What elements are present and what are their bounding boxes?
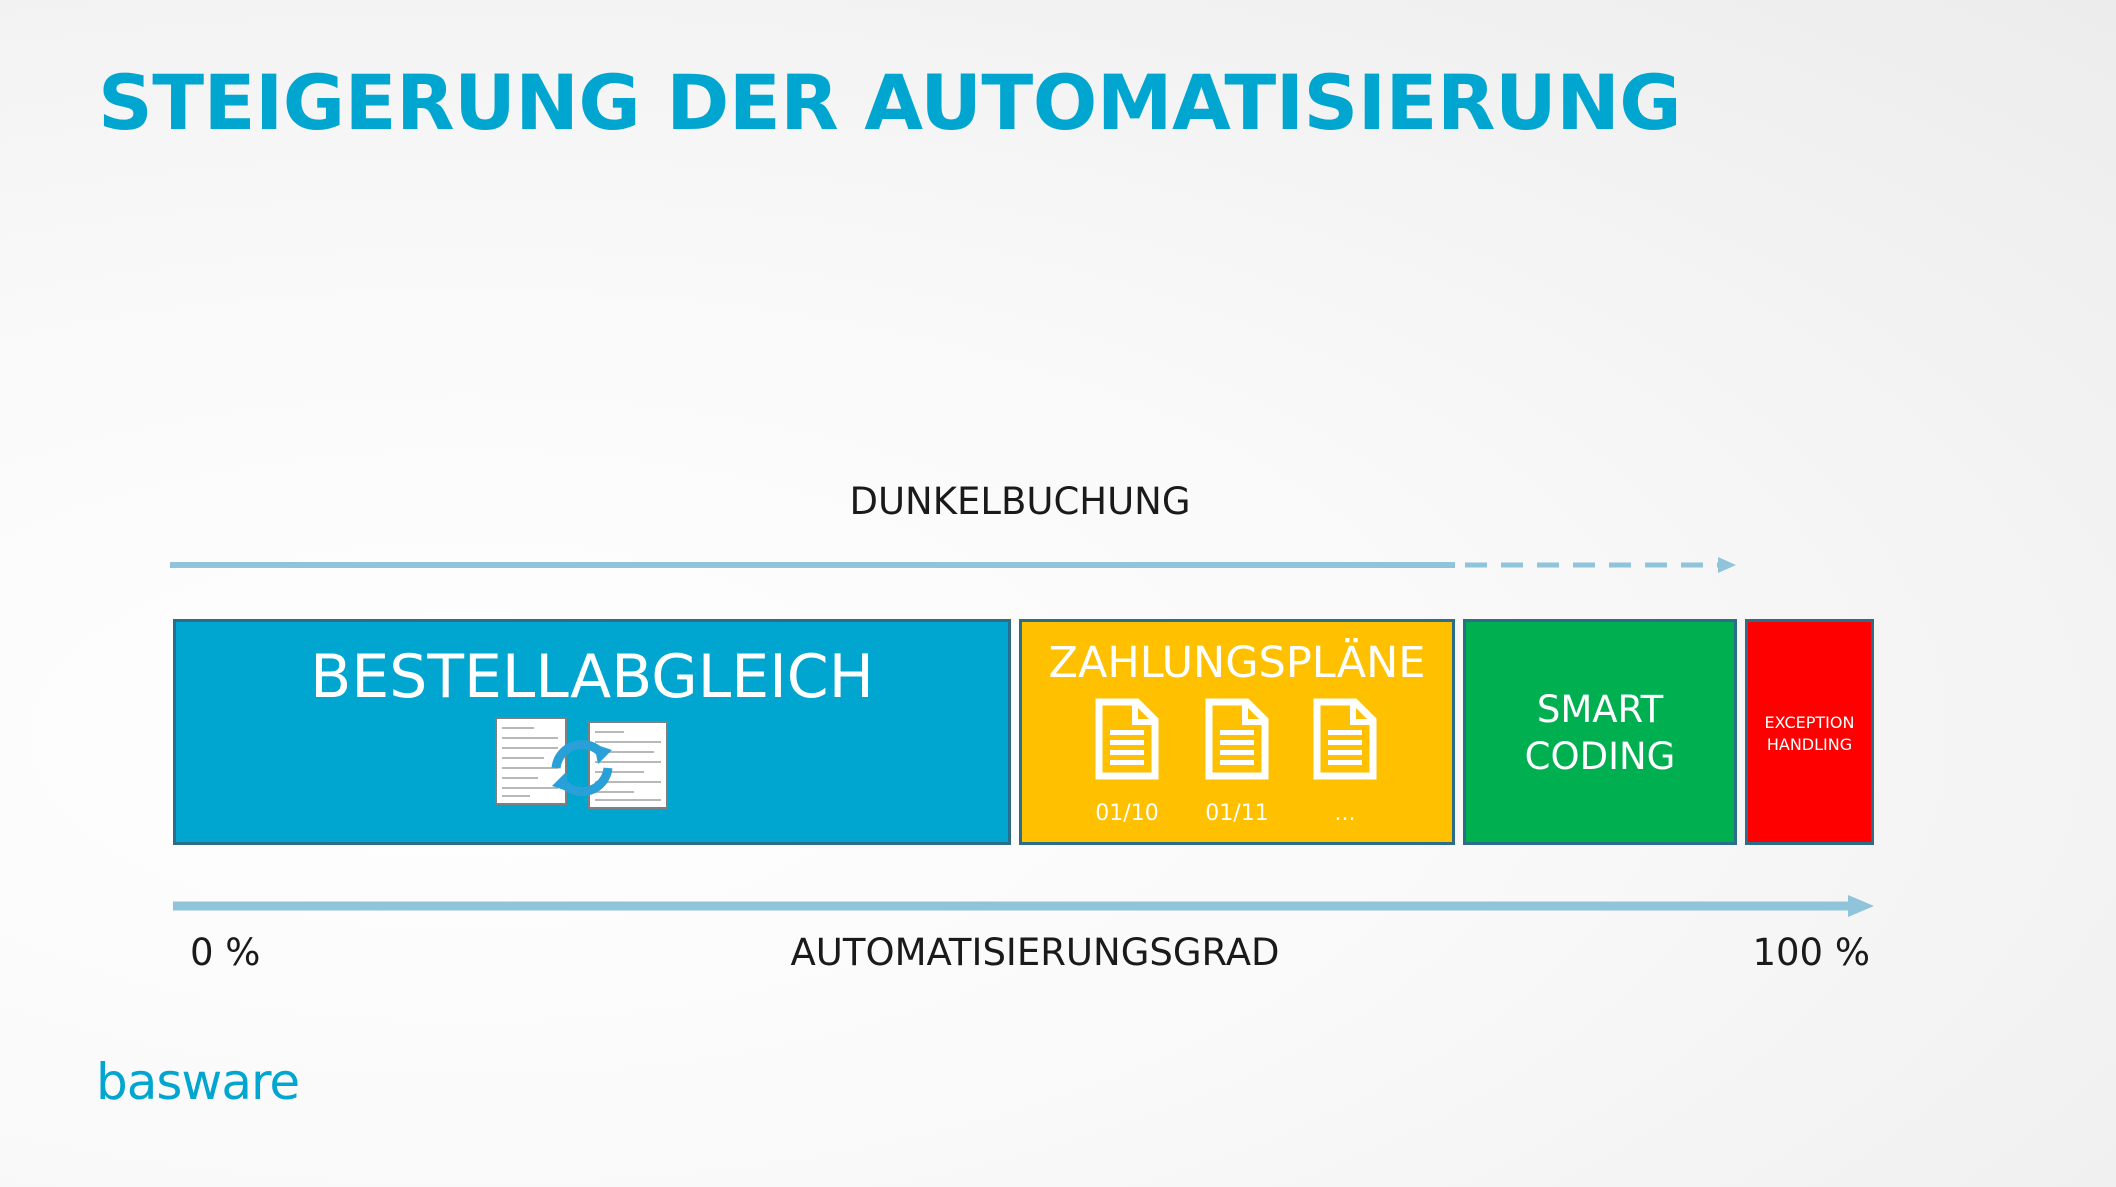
document-date-label: 01/10 (1095, 801, 1159, 826)
exception-handling-line1: EXCEPTION (1764, 713, 1855, 732)
axis-title: AUTOMATISIERUNGSGRAD (790, 931, 1280, 974)
dunkelbuchung-label: DUNKELBUCHUNG (849, 480, 1191, 523)
document-icon (1095, 698, 1159, 780)
bestellabgleich-label: BESTELLABGLEICH (310, 642, 874, 712)
dunkelbuchung-arrowhead (1718, 557, 1736, 573)
exception-handling-label: EXCEPTION HANDLING (1748, 712, 1871, 756)
smart-coding-line2: CODING (1524, 735, 1676, 778)
smart-coding-label: SMART CODING (1466, 686, 1734, 780)
invoice-order-sync-icon (495, 717, 668, 809)
automatisierungsgrad-arrowhead (1848, 895, 1874, 917)
document-icon (1205, 698, 1269, 780)
document-icon (1313, 698, 1377, 780)
exception-handling-line2: HANDLING (1766, 735, 1853, 754)
box-zahlungsplaene: ZAHLUNGSPLÄNE 01/10 01/11 ... (1019, 619, 1455, 845)
zahlungsplaene-label: ZAHLUNGSPLÄNE (1048, 638, 1426, 688)
axis-end-label: 100 % (1752, 931, 1870, 974)
box-smart-coding: SMART CODING (1463, 619, 1737, 845)
page-title: STEIGERUNG DER AUTOMATISIERUNG (98, 58, 1682, 147)
box-exception-handling: EXCEPTION HANDLING (1745, 619, 1874, 845)
box-bestellabgleich: BESTELLABGLEICH (173, 619, 1011, 845)
axis-start-label: 0 % (190, 931, 261, 974)
document-more-label: ... (1334, 801, 1356, 826)
basware-logo: basware (96, 1053, 300, 1111)
smart-coding-line1: SMART (1536, 688, 1664, 731)
document-date-label: 01/11 (1205, 801, 1269, 826)
